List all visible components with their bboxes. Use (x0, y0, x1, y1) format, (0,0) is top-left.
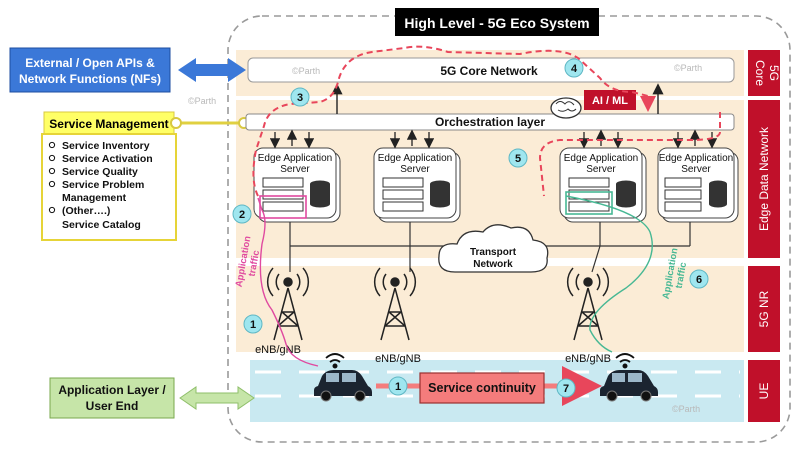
step-1-road (388, 376, 408, 396)
svg-text:5: 5 (515, 153, 521, 165)
page-title: High Level - 5G Eco System (404, 15, 589, 31)
tower-2 (373, 267, 417, 341)
nr-band (236, 266, 744, 352)
svg-text:2: 2 (239, 209, 245, 221)
tower-3 (566, 267, 610, 341)
side-labels: 5GCore Edge Data Network 5G NR UE (748, 50, 781, 422)
core-network-label: 5G Core Network (440, 64, 538, 78)
ai-ml-label: AI / ML (592, 95, 628, 107)
transport-links (289, 222, 691, 273)
title-box (395, 8, 599, 36)
app-traffic-left-2: traffic (247, 250, 262, 278)
svg-text:Edge Application: Edge Application (378, 153, 453, 164)
svg-text:Server: Server (681, 164, 711, 175)
sm-item-inventory: Service Inventory (62, 140, 150, 152)
app-traffic-right-path (565, 195, 653, 353)
traffic-highlight-right (565, 191, 613, 215)
svg-text:7: 7 (563, 383, 569, 395)
sm-item-problem-cont: Management (62, 192, 127, 204)
edge-server-3: Edge Application Server (559, 147, 647, 223)
enb-label-1: eNB/gNB (255, 344, 301, 356)
app-traffic-right-2: traffic (674, 262, 689, 290)
sm-item-quality: Service Quality (62, 166, 138, 178)
traffic-highlight-left (259, 195, 307, 219)
car-left-icon (314, 370, 372, 402)
transport-label-1: Transport (470, 247, 517, 258)
service-continuity-label: Service continuity (428, 381, 536, 395)
svg-text:5GCore: 5GCore (753, 60, 781, 86)
edge-server-1: Edge Application Server (253, 147, 341, 223)
tower-1 (266, 267, 310, 341)
external-apis-line2: Network Functions (NFs) (19, 72, 161, 86)
side-label-core-1: 5G (767, 65, 781, 81)
app-traffic-left-path (257, 197, 319, 367)
external-apis-box (9, 47, 171, 93)
side-label-edge: Edge Data Network (757, 126, 771, 231)
watermark-1: ©Parth (292, 66, 320, 76)
svg-text:1: 1 (250, 319, 256, 331)
orchestration-flow-path (252, 45, 656, 197)
wifi-icon-left (325, 353, 345, 369)
orchestration-box (245, 113, 735, 131)
svg-text:4: 4 (571, 63, 578, 75)
svg-text:Edge Application: Edge Application (258, 153, 333, 164)
step-2 (232, 204, 252, 224)
svg-text:Server: Server (400, 164, 430, 175)
svg-text:1: 1 (395, 381, 401, 393)
brain-icon (550, 97, 582, 119)
sm-item-catalog: Service Catalog (62, 219, 141, 231)
service-management-list-box (41, 133, 177, 241)
step-7 (556, 378, 576, 398)
external-apis-line1: External / Open APIs & (25, 56, 155, 70)
svg-text:3: 3 (297, 92, 303, 104)
side-label-core-2: Core (753, 60, 767, 86)
sm-item-other: (Other….) (62, 205, 110, 217)
app-layer-arrow (179, 386, 255, 410)
service-management-list: Service Inventory Service Activation Ser… (48, 140, 153, 231)
ai-ml-badge (584, 90, 636, 110)
car-right-icon (600, 370, 658, 402)
sm-item-activation: Service Activation (62, 153, 153, 165)
svg-text:Server: Server (586, 164, 616, 175)
watermark-2: ©Parth (674, 63, 702, 73)
watermark-4: ©Parth (672, 404, 700, 414)
transport-cloud: Transport Network (438, 224, 549, 273)
svg-text:Edge Application: Edge Application (659, 153, 734, 164)
app-layer-line1: Application Layer / (58, 383, 166, 397)
step-4 (564, 58, 584, 78)
step-3 (290, 87, 310, 107)
side-label-ue: UE (757, 383, 771, 400)
enb-label-2: eNB/gNB (375, 353, 421, 365)
sm-item-problem: Service Problem (62, 179, 144, 191)
edge-server-4: Edge Application Server (657, 147, 739, 223)
watermark-3: ©Parth (188, 96, 216, 106)
app-layer-line2: User End (86, 399, 139, 413)
transport-label-2: Network (473, 259, 513, 270)
svg-text:6: 6 (696, 274, 702, 286)
svg-text:Server: Server (280, 164, 310, 175)
wifi-icon-right (615, 353, 635, 369)
orchestration-label: Orchestration layer (435, 115, 545, 129)
core-network-box (247, 57, 735, 83)
enb-label-3: eNB/gNB (565, 353, 611, 365)
step-5 (508, 148, 528, 168)
step-6 (689, 269, 709, 289)
svg-text:Edge Application: Edge Application (564, 153, 639, 164)
external-apis-arrow (178, 58, 246, 82)
step-1-tower (243, 314, 263, 334)
app-layer-box (49, 377, 175, 419)
service-continuity-box (419, 372, 545, 404)
service-management-title: Service Management (49, 117, 168, 131)
side-label-nr: 5G NR (757, 290, 771, 327)
edge-server-2: Edge Application Server (373, 147, 461, 223)
edge-migration-path (538, 112, 721, 197)
